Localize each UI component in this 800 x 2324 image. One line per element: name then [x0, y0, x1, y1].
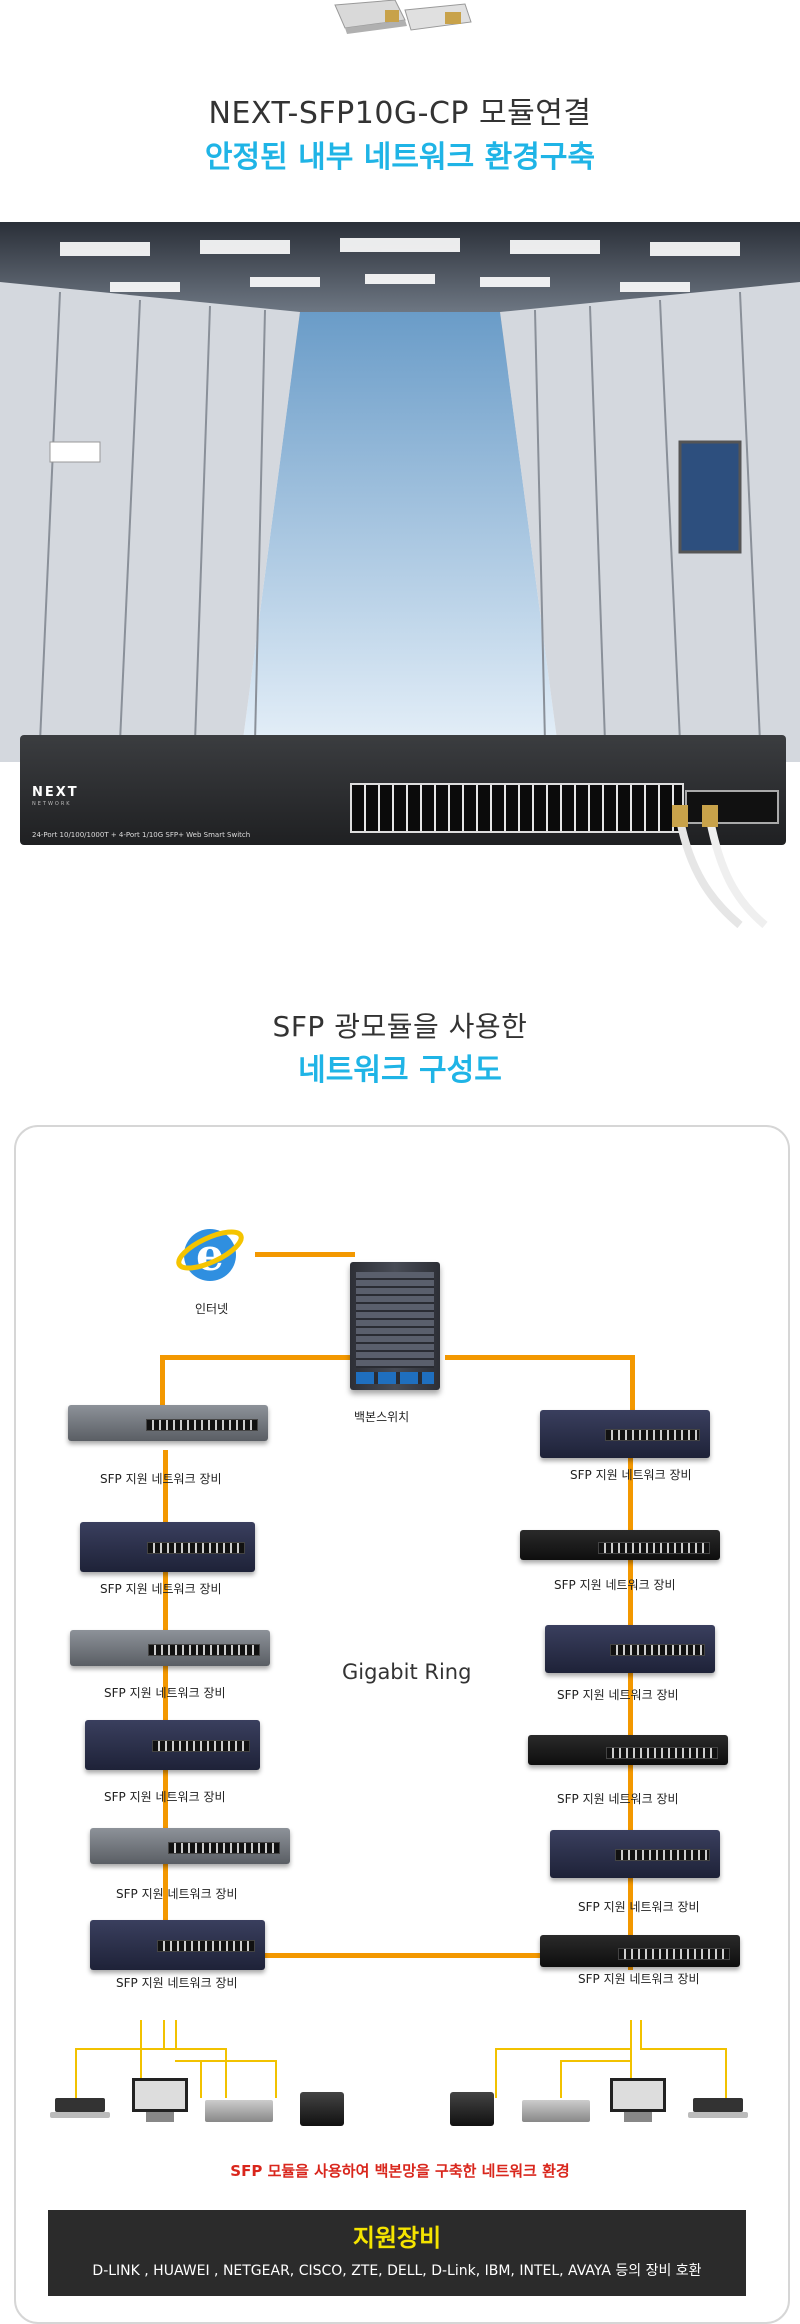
link-right-drop: [630, 1355, 635, 1410]
ring-left-spine: [163, 1450, 168, 1970]
left-yellow-drop-4: [275, 2060, 277, 2098]
right-yellow-bus-3: [560, 2060, 630, 2062]
sfp-cables: [660, 800, 780, 930]
left-device-4-label: SFP 지원 네트워크 장비: [104, 1790, 226, 1804]
left-device-4: [85, 1720, 260, 1770]
sfp-module-image: [325, 0, 475, 40]
right-yellow-stem: [640, 2020, 642, 2048]
nas-icon: [300, 2092, 344, 2126]
network-switch: NEXT NETWORK 24-Port 10/100/1000T + 4-Po…: [20, 735, 786, 845]
section2-title-line2: 네트워크 구성도: [298, 1053, 502, 1088]
link-backbone-right: [445, 1355, 635, 1360]
support-title: 지원장비: [352, 2224, 442, 2252]
nas-icon-right: [450, 2092, 494, 2126]
right-device-5-label: SFP 지원 네트워크 장비: [578, 1900, 700, 1914]
diagram-caption: SFP 모듈을 사용하여 백본망을 구축한 네트워크 환경: [230, 2162, 570, 2180]
right-yellow-drop-4: [560, 2060, 562, 2098]
left-yellow-drop-1: [75, 2048, 77, 2098]
right-device-4: [528, 1735, 728, 1765]
backbone-switch: [350, 1262, 440, 1390]
hub-icon-right: [522, 2100, 590, 2122]
left-yellow-drop-5: [200, 2060, 202, 2098]
link-backbone-left: [160, 1355, 355, 1360]
right-device-4-label: SFP 지원 네트워크 장비: [557, 1792, 679, 1806]
ring-right-spine: [628, 1450, 633, 1970]
right-device-3-label: SFP 지원 네트워크 장비: [557, 1688, 679, 1702]
right-device-6-label: SFP 지원 네트워크 장비: [578, 1972, 700, 1986]
monitor-icon-right: [610, 2078, 666, 2124]
switch-brand-sub: NETWORK: [32, 801, 72, 807]
left-device-3-label: SFP 지원 네트워크 장비: [104, 1686, 226, 1700]
left-yellow-stem: [163, 2020, 165, 2048]
right-device-2-label: SFP 지원 네트워크 장비: [554, 1578, 676, 1592]
right-device-6: [540, 1935, 740, 1967]
left-device-6: [90, 1920, 265, 1970]
left-yellow-drop-2: [140, 2020, 142, 2098]
laptop-icon: [50, 2098, 110, 2122]
internet-label: 인터넷: [195, 1302, 229, 1316]
left-device-2-label: SFP 지원 네트워크 장비: [100, 1582, 222, 1596]
internet-explorer-icon: e: [175, 1220, 245, 1290]
laptop-icon-right: [688, 2098, 748, 2122]
switch-brand: NEXT: [32, 785, 79, 800]
hero-title-line1: NEXT-SFP10G-CP 모듈연결: [208, 96, 592, 131]
hero-title-line2: 안정된 내부 네트워크 환경구축: [204, 140, 596, 175]
left-device-5-label: SFP 지원 네트워크 장비: [116, 1887, 238, 1901]
right-device-1: [540, 1410, 710, 1458]
ring-bottom-link: [265, 1953, 540, 1958]
left-device-1: [68, 1405, 268, 1441]
left-yellow-stem-2: [175, 2020, 177, 2048]
support-list: D-LINK , HUAWEI , NETGEAR, CISCO, ZTE, D…: [92, 2263, 702, 2279]
switch-description: 24-Port 10/100/1000T + 4-Port 1/10G SFP+…: [32, 831, 251, 839]
right-yellow-drop-2: [630, 2020, 632, 2098]
right-device-2: [520, 1530, 720, 1560]
left-device-6-label: SFP 지원 네트워크 장비: [116, 1976, 238, 1990]
support-box: 지원장비 D-LINK , HUAWEI , NETGEAR, CISCO, Z…: [48, 2210, 746, 2296]
right-yellow-bus: [495, 2048, 630, 2050]
left-yellow-bus: [75, 2048, 225, 2050]
hub-icon: [205, 2100, 273, 2122]
right-yellow-drop-3: [725, 2048, 727, 2098]
server-room-image: [0, 222, 800, 762]
section2-title-line1: SFP 광모듈을 사용한: [272, 1010, 528, 1043]
right-yellow-drop-1: [495, 2048, 497, 2098]
left-yellow-bus-2: [175, 2060, 275, 2062]
backbone-label: 백본스위치: [354, 1410, 410, 1424]
right-device-5: [550, 1830, 720, 1878]
right-yellow-bus-2: [640, 2048, 725, 2050]
link-internet-backbone: [255, 1252, 355, 1257]
left-device-2: [80, 1522, 255, 1572]
left-device-5: [90, 1828, 290, 1864]
link-left-drop: [160, 1355, 165, 1410]
right-device-3: [545, 1625, 715, 1673]
right-device-1-label: SFP 지원 네트워크 장비: [570, 1468, 692, 1482]
left-device-1-label: SFP 지원 네트워크 장비: [100, 1472, 222, 1486]
monitor-icon: [132, 2078, 188, 2124]
left-device-3: [70, 1630, 270, 1666]
left-yellow-drop-3: [225, 2048, 227, 2098]
gigabit-ring-label: Gigabit Ring: [342, 1660, 472, 1684]
switch-port-block: [350, 783, 684, 833]
